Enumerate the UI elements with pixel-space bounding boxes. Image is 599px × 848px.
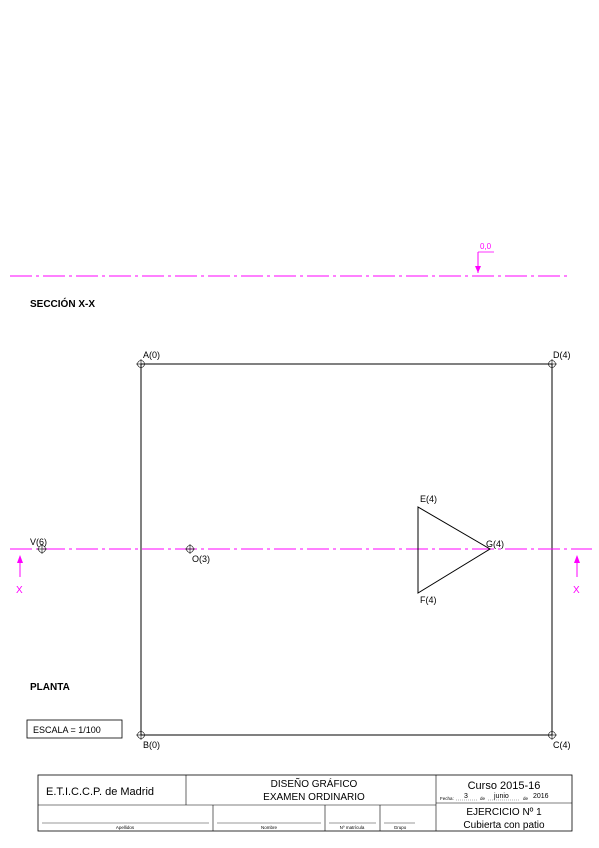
cut-label-right: X bbox=[573, 585, 580, 596]
exercise-number: EJERCICIO Nº 1 bbox=[466, 807, 542, 818]
section-title: SECCIÓN X-X bbox=[30, 297, 95, 310]
point-marker-v bbox=[37, 544, 47, 554]
point-marker-d bbox=[547, 359, 557, 369]
exercise-title: Cubierta con patio bbox=[463, 820, 545, 831]
label-point-o: O(3) bbox=[192, 554, 210, 564]
date-day: 3 bbox=[464, 793, 468, 800]
date-month: junio bbox=[493, 793, 509, 800]
cut-label-left: X bbox=[16, 585, 23, 596]
date-label: Fecha: bbox=[440, 796, 454, 801]
date-de1: de bbox=[480, 796, 486, 801]
label-point-a: A(0) bbox=[143, 350, 160, 360]
scale-label: ESCALA = 1/100 bbox=[33, 725, 101, 735]
subject-line2: EXAMEN ORDINARIO bbox=[263, 792, 365, 803]
field-id: Nº matrícula bbox=[340, 825, 365, 830]
cut-arrow-left bbox=[17, 555, 23, 577]
label-point-v: V(6) bbox=[30, 537, 47, 547]
school-name: E.T.I.C.C.P. de Madrid bbox=[46, 786, 154, 798]
field-group: Grupo bbox=[394, 825, 407, 830]
point-marker-c bbox=[547, 730, 557, 740]
level-label: 0,0 bbox=[480, 242, 492, 251]
patio-triangle bbox=[417, 506, 491, 594]
label-point-g: G(4) bbox=[486, 539, 504, 549]
title-block bbox=[37, 774, 573, 832]
scale-box bbox=[26, 719, 123, 739]
date-year: 2016 bbox=[533, 793, 549, 800]
point-marker-b bbox=[136, 730, 146, 740]
date-de2: de bbox=[523, 796, 529, 801]
subject-line1: DISEÑO GRÁFICO bbox=[271, 777, 358, 790]
label-point-d: D(4) bbox=[553, 350, 571, 360]
field-name: Nombre bbox=[261, 825, 278, 830]
point-marker-o bbox=[185, 544, 195, 554]
point-marker-a bbox=[136, 359, 146, 369]
label-point-e: E(4) bbox=[420, 494, 437, 504]
course-label: Curso 2015-16 bbox=[468, 780, 541, 792]
label-point-b: B(0) bbox=[143, 740, 160, 750]
cut-arrow-right bbox=[574, 555, 580, 577]
label-point-c: C(4) bbox=[553, 740, 571, 750]
field-surname: Apellidos bbox=[116, 825, 135, 830]
plan-title: PLANTA bbox=[30, 682, 70, 693]
level-marker bbox=[475, 251, 494, 273]
label-point-f: F(4) bbox=[420, 595, 437, 605]
